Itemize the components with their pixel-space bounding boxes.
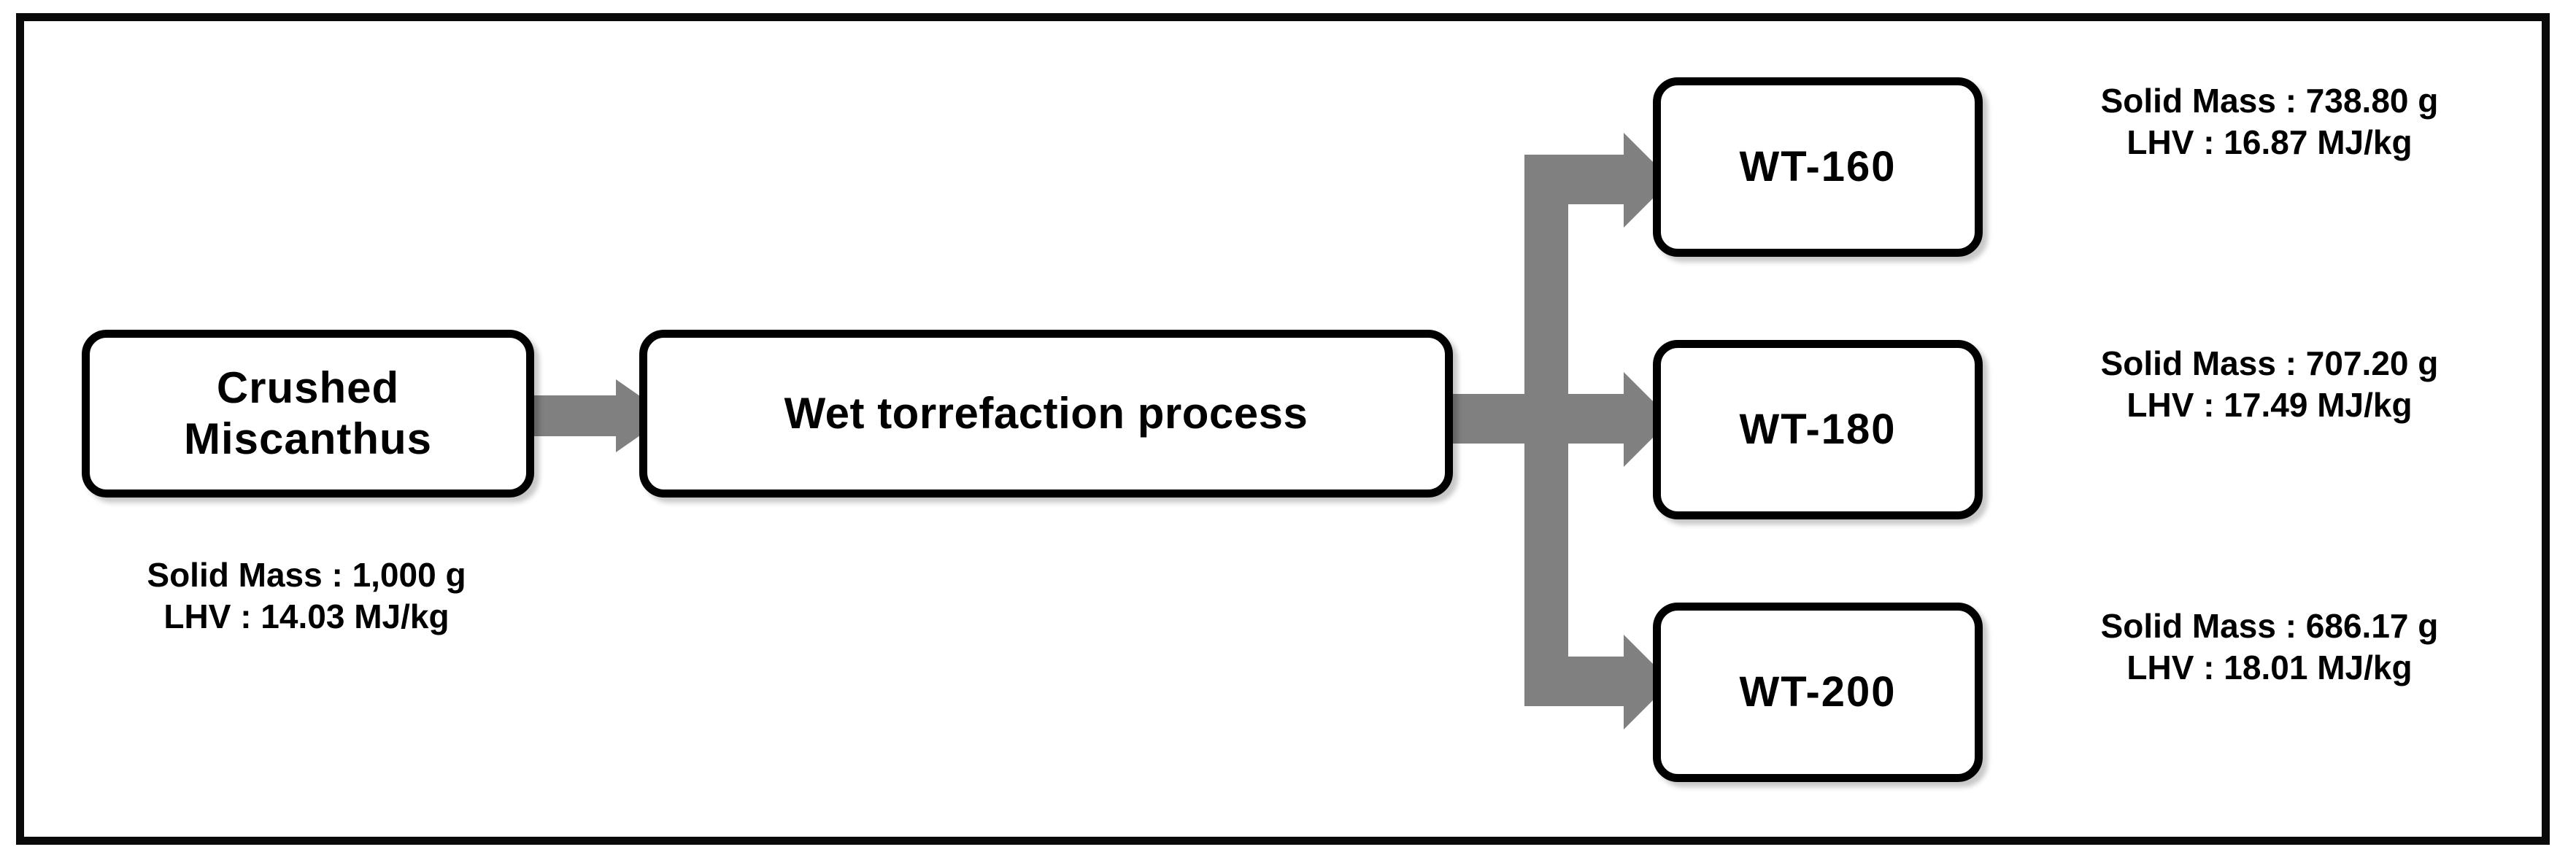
node-label-wt-200: WT-200	[1739, 668, 1897, 716]
node-label-wt-180: WT-180	[1739, 406, 1897, 454]
node-label-source: Crushed Miscanthus	[183, 363, 433, 463]
arrow-process-to-products	[1445, 133, 1671, 730]
node-wt-160[interactable]: WT-160	[1653, 77, 1983, 257]
node-crushed-miscanthus[interactable]: Crushed Miscanthus	[82, 330, 534, 498]
node-wt-200[interactable]: WT-200	[1653, 603, 1983, 782]
node-label-wt-160: WT-160	[1739, 143, 1897, 191]
caption-wt-180: Solid Mass : 707.20 g LHV : 17.49 MJ/kg	[2100, 344, 2439, 425]
caption-wt-160: Solid Mass : 738.80 g LHV : 16.87 MJ/kg	[2100, 82, 2439, 162]
caption-wt-200: Solid Mass : 686.17 g LHV : 18.01 MJ/kg	[2100, 607, 2439, 687]
node-wet-torrefaction-process[interactable]: Wet torrefaction process	[639, 330, 1453, 498]
node-wt-180[interactable]: WT-180	[1653, 340, 1983, 519]
caption-crushed-miscanthus: Solid Mass : 1,000 g LHV : 14.03 MJ/kg	[147, 556, 466, 636]
arrow-source-to-process	[530, 379, 668, 452]
node-label-process: Wet torrefaction process	[784, 389, 1308, 438]
